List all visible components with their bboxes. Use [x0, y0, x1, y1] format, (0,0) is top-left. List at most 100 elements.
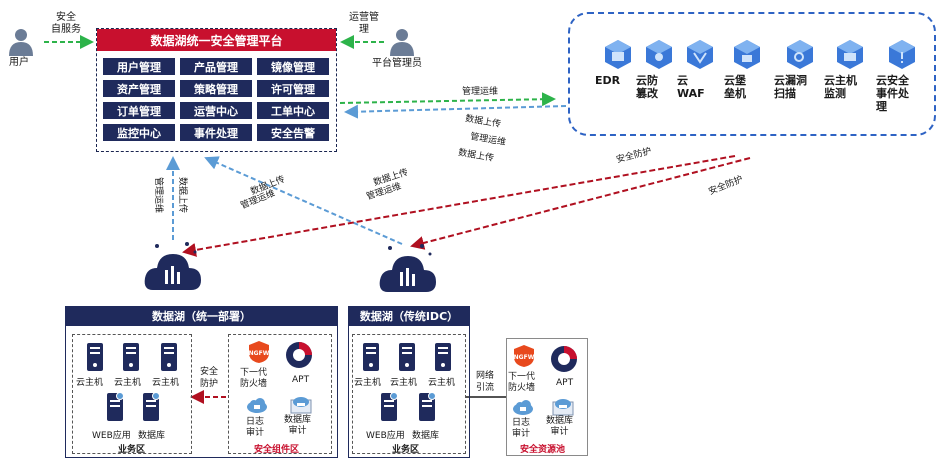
apt-label: APT [292, 375, 310, 385]
web-app-server-icon [107, 392, 124, 421]
module-product-mgmt[interactable]: 产品管理 [180, 58, 252, 75]
sec-protect-label: 安全 防护 [199, 367, 218, 389]
database-label: 数据库 [412, 431, 440, 441]
server-icon [435, 343, 451, 371]
server-icon [87, 343, 103, 371]
business-zone-label: 业务区 [392, 445, 420, 455]
data-lake-idc-cloud-icon [379, 244, 436, 292]
cloud-to-platform-arrow [344, 104, 567, 119]
svc-event-label: 云安全 事件处 理 [876, 74, 909, 113]
apt-icon [286, 342, 312, 368]
module-monitor-center[interactable]: 监控中心 [103, 124, 175, 141]
lake-idc-business-zone [352, 334, 466, 454]
apt-label: APT [556, 378, 574, 388]
svc-bastion-label: 云堡 垒机 [724, 74, 746, 100]
security-components-zone-label: 安全组件区 [254, 445, 300, 455]
edr-cube-icon [605, 40, 631, 69]
log-audit-label: 日志 审计 [512, 418, 531, 439]
user-flow-label: 安全 自服务 [51, 12, 81, 35]
business-zone-label: 业务区 [118, 445, 146, 455]
server-label: 云主机 [76, 378, 104, 388]
cloud-to-lake-idc-protect [410, 157, 751, 250]
log-audit-icon [247, 398, 267, 413]
svc-waf[interactable]: 云 WAF [673, 38, 727, 100]
module-ticket-center[interactable]: 工单中心 [257, 102, 329, 119]
ngfw-badge: NGFW [514, 354, 535, 361]
server-label: 云主机 [390, 378, 418, 388]
cloud-to-lake-unified-protect [182, 155, 736, 257]
security-components-zone [228, 334, 332, 454]
svc-host-monitor-label: 云主机 监测 [824, 74, 857, 100]
module-policy-mgmt[interactable]: 策略管理 [180, 80, 252, 97]
platform-to-cloud-arrow [339, 92, 556, 107]
server-icon [123, 343, 139, 371]
database-label: 数据库 [138, 431, 166, 441]
lake-unified-business-zone [72, 334, 192, 454]
admin-label: 平台管理员 [372, 58, 422, 69]
flow-upload-label-5: 数据上传 [177, 177, 187, 214]
data-lake-unified-cloud-icon [144, 242, 201, 290]
ngfw-label: 下一代 防火墙 [240, 368, 268, 389]
platform-title: 数据湖统一安全管理平台 [97, 29, 336, 51]
module-ops-center[interactable]: 运营中心 [180, 102, 252, 119]
svc-edr-label: EDR [595, 74, 621, 87]
svc-waf-label: 云 WAF [677, 74, 705, 100]
admin-flow-label: 运营管 理 [349, 12, 379, 35]
web-app-label: WEB应用 [366, 431, 405, 441]
server-icon [399, 343, 415, 371]
flow-mgmt-label-top: 管理运维 [462, 87, 499, 97]
svc-host-monitor[interactable]: 云主机 监测 [820, 38, 880, 100]
ngfw-label: 下一代 防火墙 [508, 372, 536, 393]
flow-mgmt-label-5: 管理运维 [153, 177, 163, 214]
database-server-icon [143, 392, 160, 421]
svc-tamper[interactable]: 云防 篡改 [632, 38, 686, 100]
module-image-mgmt[interactable]: 镜像管理 [257, 58, 329, 75]
module-order-mgmt[interactable]: 订单管理 [103, 102, 175, 119]
web-app-server-icon [381, 392, 398, 421]
event-cube-icon [889, 40, 915, 69]
host-monitor-cube-icon [837, 40, 863, 69]
server-label: 云主机 [354, 378, 382, 388]
web-app-label: WEB应用 [92, 431, 131, 441]
admin-icon [390, 29, 414, 56]
lake-idc-title: 数据湖（传统IDC） [348, 306, 470, 326]
management-platform: 数据湖统一安全管理平台 用户管理 产品管理 镜像管理 资产管理 策略管理 许可管… [96, 28, 337, 152]
module-user-mgmt[interactable]: 用户管理 [103, 58, 175, 75]
module-event-handling[interactable]: 事件处理 [180, 124, 252, 141]
user-label: 用户 [9, 57, 29, 68]
module-security-alert[interactable]: 安全告警 [257, 124, 329, 141]
ngfw-icon: NGFW [514, 345, 535, 367]
server-label: 云主机 [152, 378, 180, 388]
svc-bastion[interactable]: 云堡 垒机 [720, 38, 774, 100]
apt-icon [551, 346, 577, 372]
svc-edr[interactable]: EDR [591, 38, 645, 87]
server-label: 云主机 [428, 378, 456, 388]
module-license-mgmt[interactable]: 许可管理 [257, 80, 329, 97]
svc-tamper-label: 云防 篡改 [636, 74, 658, 100]
server-icon [161, 343, 177, 371]
server-label: 云主机 [114, 378, 142, 388]
db-audit-icon [552, 399, 574, 416]
lake-unified-title: 数据湖（统一部署） [65, 306, 338, 326]
log-audit-label: 日志 审计 [246, 417, 265, 438]
svc-event[interactable]: 云安全 事件处 理 [872, 38, 932, 113]
lake-idc-to-platform-arrow [204, 156, 403, 245]
bastion-cube-icon [734, 40, 760, 69]
db-audit-label: 数据库 审计 [284, 415, 312, 436]
db-audit-label: 数据库 审计 [546, 416, 574, 437]
log-audit-icon [513, 400, 533, 415]
svc-vuln-scan-label: 云漏洞 扫描 [774, 74, 807, 100]
database-server-icon [419, 392, 436, 421]
cloud-services-box [568, 12, 936, 136]
module-asset-mgmt[interactable]: 资产管理 [103, 80, 175, 97]
vuln-scan-cube-icon [787, 40, 813, 69]
server-icon [363, 343, 379, 371]
svc-vuln-scan[interactable]: 云漏洞 扫描 [770, 38, 830, 100]
module-grid: 用户管理 产品管理 镜像管理 资产管理 策略管理 许可管理 订单管理 运营中心 … [103, 58, 329, 141]
ngfw-icon: NGFW [249, 341, 270, 363]
ngfw-badge: NGFW [249, 350, 270, 357]
user-icon [9, 29, 33, 56]
waf-cube-icon [687, 40, 713, 69]
network-diversion-label: 网络 引流 [475, 371, 494, 393]
